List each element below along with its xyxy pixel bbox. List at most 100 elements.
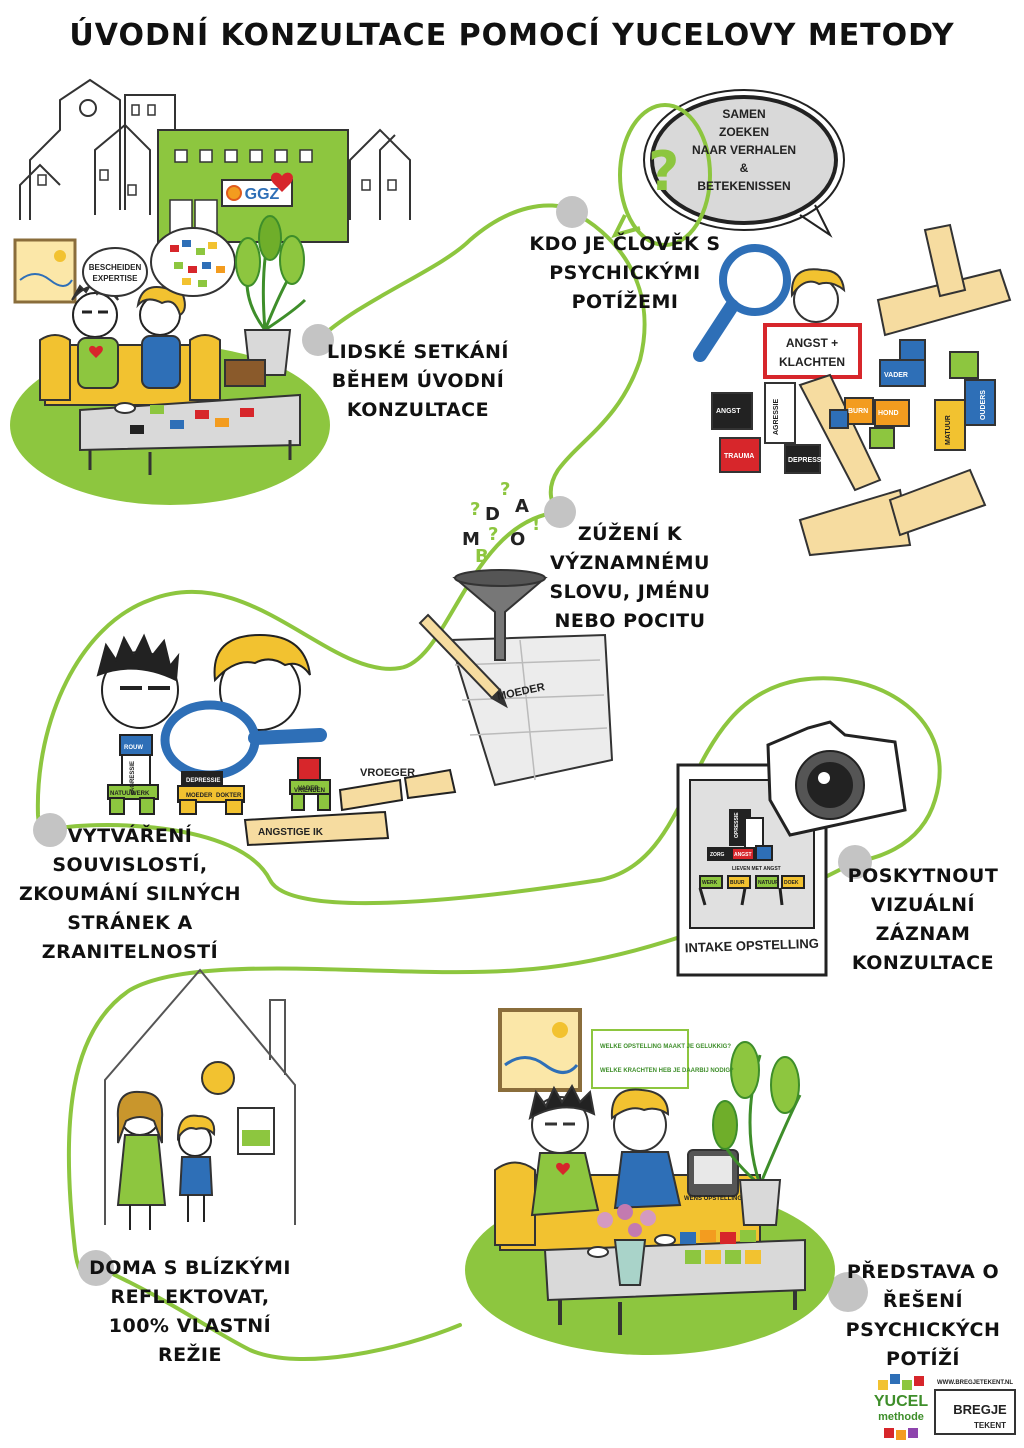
yucel-logo-blocks — [878, 1374, 924, 1440]
wall-painting — [13, 238, 77, 304]
s2b2-text: NAAR VERHALEN — [692, 143, 796, 157]
magnifier-icon — [719, 244, 791, 316]
child-figure — [178, 1156, 214, 1196]
s4k8-text: VRIENDEN — [294, 788, 325, 794]
angst-sign — [763, 323, 862, 379]
l0-text: ? — [470, 499, 480, 520]
s5k1-text: OPRESSIE — [734, 812, 740, 838]
page-title: ÚVODNÍ KONZULTACE POMOCÍ YUCELOVY METODY — [69, 18, 955, 53]
heart-icon — [271, 172, 293, 192]
woman-figure — [116, 1134, 167, 1206]
emotion-blocks — [711, 339, 996, 474]
s4k1-text: AGRESSIE — [130, 761, 136, 792]
bregje-url-text: WWW.BREGJETEKENT.NL — [937, 1380, 1013, 1386]
block-burn: BURN — [848, 408, 868, 415]
s2b4-text: BETEKENISSEN — [697, 179, 790, 193]
l5-text: ? — [488, 524, 498, 545]
man-body — [77, 337, 119, 389]
l8-text: ! — [532, 514, 540, 535]
plank-vroeger — [338, 768, 457, 812]
photo-caption: INTAKE OPSTELLING — [685, 936, 820, 956]
step-dot-7 — [828, 1272, 868, 1312]
s5k6-text: NATUUR — [758, 880, 779, 886]
block-angst: ANGST — [716, 408, 741, 415]
magnifier-large-icon — [160, 700, 260, 780]
expertise-text-1: BESCHEIDEN — [89, 263, 142, 272]
speech-box-text-2: WELKE KRACHTEN HEB JE DAARBIJ NODIG? — [600, 1068, 734, 1074]
angst-sign-text-1: ANGST + — [786, 336, 838, 350]
block-hond: HOND — [878, 410, 899, 417]
plank-angstige-ik — [243, 810, 390, 847]
bregje-logo-frame — [934, 1389, 1016, 1435]
block-depressie: DEPRESSIE — [788, 457, 828, 464]
paper-sheet — [448, 633, 614, 787]
l1-text: D — [485, 504, 500, 525]
s4k0-text: ROUW — [124, 745, 143, 751]
step-dots — [33, 196, 872, 1312]
block-ouders: OUDERS — [980, 390, 987, 420]
wall-painting-2 — [498, 1008, 582, 1092]
scene-future — [465, 1008, 835, 1355]
s2b1-text: ZOEKEN — [719, 125, 769, 139]
scene-connections — [96, 633, 457, 847]
search-bubble-text: SAMEN ZOEKEN NAAR VERHALEN & BETEKENISSE… — [692, 107, 796, 193]
l7-text: O — [510, 529, 525, 550]
methode-logo-text: methode — [878, 1411, 924, 1423]
expertise-text-2: EXPERTISE — [93, 274, 139, 283]
step-dot-3 — [544, 496, 576, 528]
scene-home — [104, 968, 296, 1230]
plant — [245, 229, 307, 332]
angst-sign-text-2: KLACHTEN — [779, 355, 845, 369]
coffee-table-2 — [543, 1238, 806, 1302]
s5k3-text: LIEVEN MET ANGST — [732, 866, 781, 872]
speech-box-text-1: WELKE OPSTELLING MAAKT JE GELUKKIG? — [600, 1044, 731, 1050]
block-matuur: MATUUR — [945, 415, 952, 445]
speech-bubble-expertise — [82, 247, 148, 297]
s4k7-text: NATUUR — [110, 791, 136, 797]
step-dot-6 — [78, 1250, 114, 1286]
s5k2-text: ZORG — [710, 852, 725, 858]
clock-icon — [79, 99, 97, 117]
bregje-logo-text: BREGJE — [953, 1402, 1007, 1417]
ggz-sign-text: GGZ — [245, 186, 280, 203]
l6-text: B — [475, 546, 489, 567]
s4k2-text: DEPRESSIE — [186, 778, 220, 784]
l2-text: ? — [500, 479, 510, 500]
s2b3-text: & — [740, 161, 749, 175]
s4k5-text: DOKTER — [216, 793, 242, 799]
city-skyline — [19, 78, 411, 220]
question-bubble — [618, 103, 712, 247]
step-dot-2 — [556, 196, 588, 228]
scene-living-room — [10, 78, 411, 505]
step-dot-4 — [33, 813, 67, 847]
flower-vase — [613, 1239, 647, 1286]
speech-box — [591, 1029, 689, 1089]
scene-photo — [676, 720, 907, 977]
s5k7-text: DOEK — [784, 880, 799, 886]
woman-body — [141, 335, 181, 389]
speech-bubble-search — [643, 89, 845, 231]
s4k6-text: WERK — [131, 791, 150, 797]
s4k3-text: VADER — [298, 786, 319, 792]
scene-funnel: ? D ? A M ? B O ! — [418, 479, 614, 787]
tablet-caption: WENS OPSTELLING — [684, 1196, 742, 1202]
block-trauma: TRAUMA — [724, 453, 754, 460]
question-mark-icon: ? — [648, 140, 679, 203]
plank-vroeger-text: VROEGER — [360, 767, 415, 779]
s2b0-text: SAMEN — [722, 107, 765, 121]
scene-exploration: ? — [611, 89, 1012, 557]
step-dot-5 — [838, 845, 872, 879]
step-dot-1 — [302, 324, 334, 356]
block-vader: VADER — [884, 372, 908, 379]
process-path — [35, 203, 942, 1361]
s5k4-text: WERK — [702, 880, 718, 886]
